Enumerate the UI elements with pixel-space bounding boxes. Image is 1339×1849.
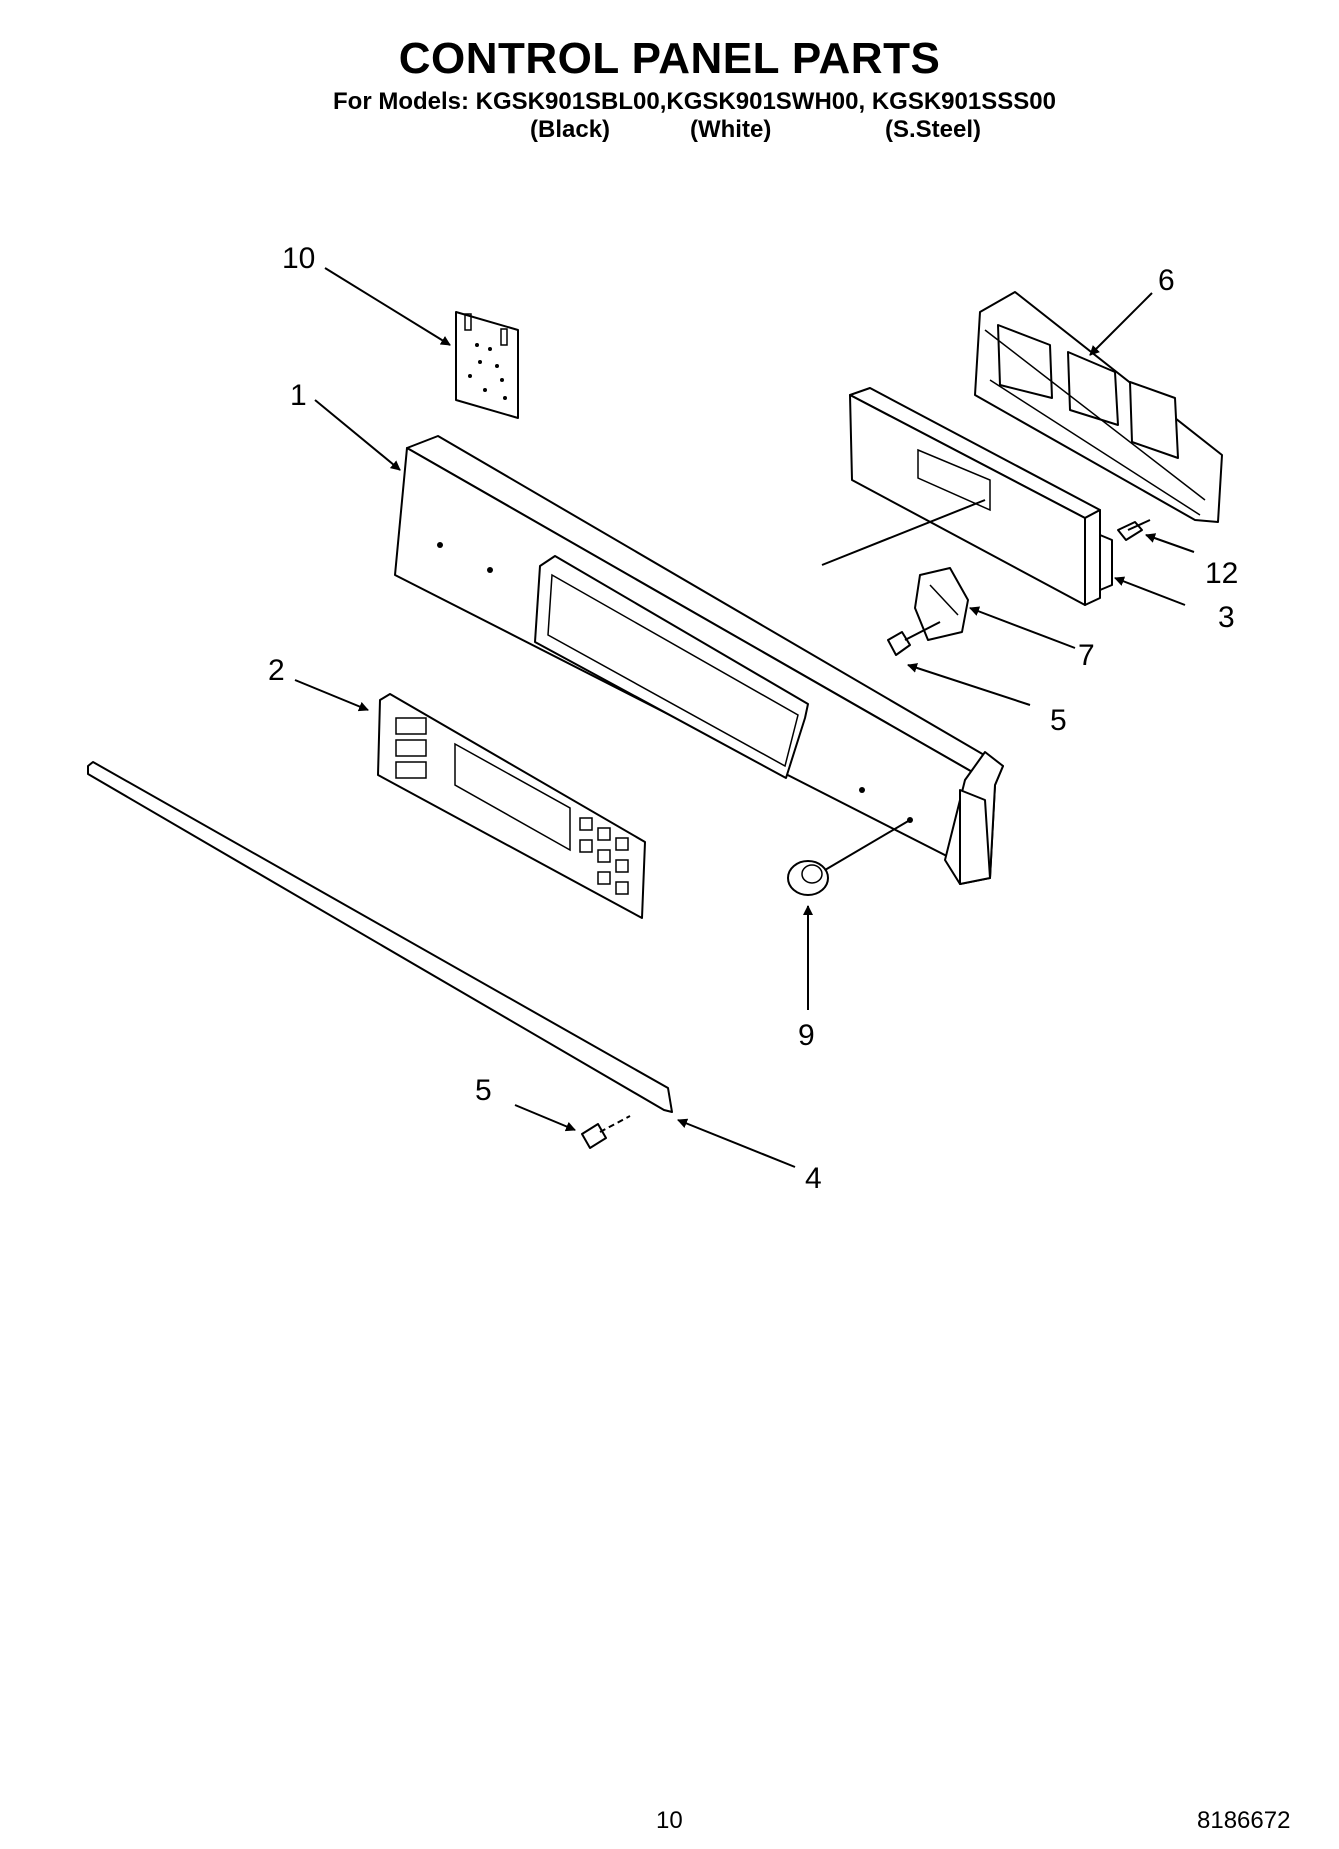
variant-white: (White) — [690, 116, 772, 143]
variant-black: (Black) — [530, 116, 611, 143]
callout-2: 2 — [268, 654, 285, 687]
part-1-control-panel — [394, 435, 1004, 885]
part-10-board — [455, 311, 519, 419]
part-5-screw-lower — [581, 1115, 631, 1149]
callout-1: 1 — [290, 379, 307, 412]
page-title: CONTROL PANEL PARTS — [398, 34, 941, 83]
part-7-clip — [914, 567, 969, 641]
callout-7: 7 — [1078, 639, 1095, 672]
variant-steel: (S.Steel) — [885, 116, 982, 143]
part-9-knob — [787, 860, 829, 896]
part-6-bracket — [974, 291, 1223, 523]
callout-6: 6 — [1158, 264, 1175, 297]
callout-5-lower: 5 — [475, 1074, 492, 1107]
doc-number: 8186672 — [1197, 1807, 1291, 1834]
page-number: 10 — [656, 1807, 683, 1834]
part-12-screw — [1117, 519, 1151, 541]
callout-5-upper: 5 — [1050, 704, 1067, 737]
callout-12: 12 — [1205, 557, 1238, 590]
part-5-screw-upper — [887, 621, 941, 656]
callout-9: 9 — [798, 1019, 815, 1052]
part-2-keypad-overlay — [377, 693, 646, 919]
callout-4: 4 — [805, 1162, 822, 1195]
callout-3: 3 — [1218, 601, 1235, 634]
part-4-trim-strip — [87, 761, 673, 1113]
part-3-display-housing — [849, 387, 1113, 606]
models-line: For Models: KGSK901SBL00,KGSK901SWH00, K… — [333, 88, 1056, 115]
callout-10: 10 — [282, 242, 315, 275]
